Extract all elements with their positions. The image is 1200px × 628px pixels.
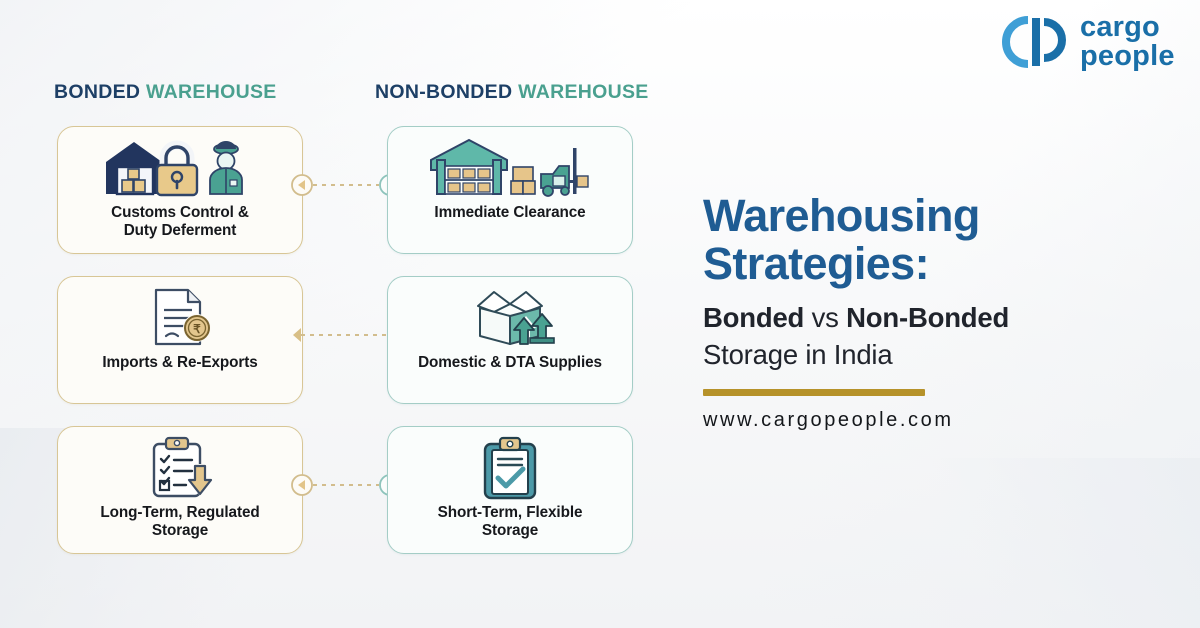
row-connector-3	[291, 470, 401, 500]
card-bonded-1[interactable]: Customs Control & Duty Deferment	[57, 126, 303, 254]
card-nonbonded-1[interactable]: Immediate Clearance	[387, 126, 633, 254]
row-connector-2	[291, 320, 401, 350]
gold-divider	[703, 388, 925, 396]
logo-wordmark: cargo people	[1080, 13, 1175, 71]
column-header-nonbonded-strong: NON-BONDED	[375, 81, 513, 103]
clipboard-check-icon	[477, 435, 543, 501]
card-bonded-2[interactable]: ₹ Imports & Re-Exports	[57, 276, 303, 404]
page-title: Warehousing Strategies:	[703, 192, 1173, 287]
clipboard-checklist-down-arrow-icon	[140, 435, 220, 501]
card-label: Domestic & DTA Supplies	[418, 354, 602, 371]
website-url: www.cargopeople.com	[703, 408, 954, 431]
logo-line-2: people	[1080, 40, 1175, 72]
column-header-bonded: BONDED WAREHOUSE	[54, 81, 277, 104]
logo-line-1: cargo	[1080, 11, 1160, 43]
comparison-board: Customs Control & Duty Deferment	[57, 126, 633, 554]
card-label: Customs Control & Duty Deferment	[111, 204, 249, 239]
card-label: Short-Term, Flexible Storage	[437, 504, 583, 539]
column-header-nonbonded: NON-BONDED WAREHOUSE	[375, 81, 649, 104]
warehouse-forklift-icon	[425, 135, 595, 201]
brand-logo: cargo people	[998, 12, 1175, 72]
page-subtitle: Bonded vs Non-Bonded Storage in India	[703, 300, 1173, 373]
column-header-nonbonded-soft: WAREHOUSE	[518, 81, 649, 103]
subtitle-vs: vs	[804, 302, 847, 334]
card-label: Imports & Re-Exports	[102, 354, 258, 371]
subtitle-bonded: Bonded	[703, 302, 805, 334]
column-header-bonded-strong: BONDED	[54, 81, 141, 103]
card-nonbonded-2[interactable]: Domestic & DTA Supplies	[387, 276, 633, 404]
background-diagonal-right	[840, 458, 1200, 628]
cargo-people-logo-icon	[1002, 16, 1066, 68]
title-block: Warehousing Strategies: Bonded vs Non-Bo…	[703, 192, 1173, 432]
card-label: Immediate Clearance	[434, 204, 586, 221]
page-subtitle-line-2: Storage in India	[703, 338, 893, 370]
page-subtitle-line-1: Bonded vs Non-Bonded	[703, 300, 1173, 337]
page-title-line-2: Strategies:	[703, 237, 930, 289]
open-box-arrows-icon	[462, 285, 558, 351]
document-rupee-icon: ₹	[142, 285, 218, 351]
page-title-line-1: Warehousing	[703, 190, 980, 241]
subtitle-nonbonded: Non-Bonded	[846, 302, 1010, 334]
column-header-bonded-soft: WAREHOUSE	[146, 81, 277, 103]
row-connector-1	[291, 170, 401, 200]
card-label: Long-Term, Regulated Storage	[100, 504, 260, 539]
card-bonded-3[interactable]: Long-Term, Regulated Storage	[57, 426, 303, 554]
card-nonbonded-3[interactable]: Short-Term, Flexible Storage	[387, 426, 633, 554]
svg-text:₹: ₹	[193, 322, 201, 336]
warehouse-lock-officer-icon	[100, 135, 260, 201]
